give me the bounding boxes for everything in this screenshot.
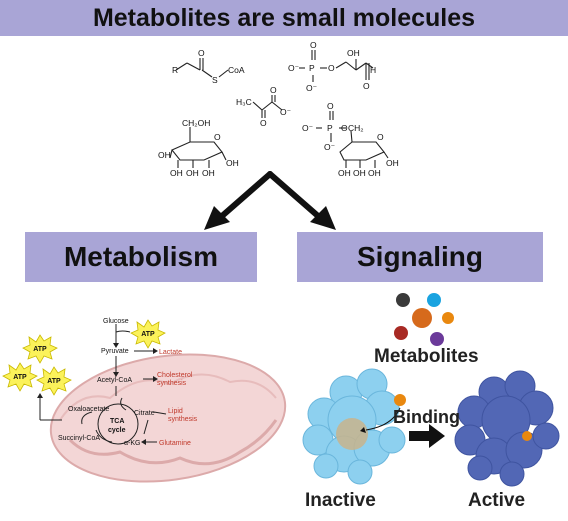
inactive-label: Inactive [305,490,376,511]
glyp-o-minus: O⁻ [288,63,300,73]
glcp-oh-2: OH [353,168,366,178]
label-lipid: Lipid [168,408,183,415]
glyp-p: P [309,63,315,73]
split-arrows [219,171,321,219]
glyp-o-bottom: O [363,81,370,91]
acyl-r: R [172,65,178,75]
atp-label-3: ATP [13,374,27,381]
glyp-h: H [370,65,376,75]
active-label: Active [468,490,526,511]
activation-arrow [409,424,445,448]
metabolite-dot-3 [412,308,432,328]
binding-pocket [336,418,368,450]
glucose-structure [169,127,227,168]
atp-label-4: ATP [47,378,61,385]
label-oxaloacetate: Oxaloacetate [68,406,109,413]
glcp-oh-1: OH [338,168,351,178]
glyp-o-top: O [310,40,317,50]
atp-star-4 [36,366,72,396]
label-pyruvate: Pyruvate [101,348,129,355]
molecules-diagram: R O S CoA O O⁻ P O⁻ O OH H O H₃C O O⁻ O … [158,40,399,230]
binding-label: Binding [393,407,460,427]
signaling-box: Signaling [297,232,543,282]
glycerol-phosphate-structure [299,50,374,82]
metabolism-diagram: ATP ATP ATP ATP Glucose Pyruvate Acetyl-… [2,318,287,483]
glcp-o-minus: O⁻ [302,123,314,133]
atp-star-2 [22,334,58,364]
atp-label-1: ATP [141,331,155,338]
glyp-oh: OH [347,48,360,58]
glc-oh-2: OH [226,158,239,168]
bound-metabolite [522,431,532,441]
label-akg: α-KG [124,440,141,447]
signaling-diagram [302,293,560,487]
glc-ch2oh: CH₂OH [182,118,210,128]
metabolite-dot-4 [442,312,454,324]
label-glutamine: Glutamine [159,440,191,447]
label-lipid-synthesis: synthesis [168,416,198,423]
arrow-left-head [204,206,230,230]
atp-star-3 [2,362,38,392]
glcp-ch2: CH₂ [348,123,364,133]
label-tca: TCA [110,418,124,425]
glc-oh-1: OH [158,150,171,160]
glcp-oh-4: OH [386,158,399,168]
mitochondrion [49,353,287,483]
pyr-o-minus: O⁻ [280,107,292,117]
cristae [68,419,278,466]
label-glucose: Glucose [103,318,129,325]
atp-star-1 [130,319,166,349]
label-acetyl-coa: Acetyl-CoA [97,377,132,384]
metabolites-label: Metabolites [374,346,479,367]
glcp-ring-o: O [377,132,384,142]
metabolite-dot-5 [394,326,408,340]
free-metabolite [394,394,406,406]
glcp-o-minus-bottom: O⁻ [324,142,336,152]
label-citrate: Citrate [134,410,155,417]
pyr-ch3: H₃C [236,97,252,107]
metabolite-dot-6 [430,332,444,346]
acyl-o: O [198,48,205,58]
label-cycle: cycle [108,427,126,434]
binding-arrow [365,407,401,431]
metabolite-dot-2 [427,293,441,307]
tca-cycle-ring [97,403,139,445]
metabolite-dot-1 [396,293,410,307]
label-cholesterol: Cholesterol [157,372,193,379]
pyr-o-top: O [270,85,277,95]
glc-oh-4: OH [186,168,199,178]
acyl-coa: CoA [228,65,245,75]
glcp-o-top: O [327,101,334,111]
glyp-o-minus-bottom: O⁻ [306,83,318,93]
active-protein [454,370,560,487]
atp-label-2: ATP [33,346,47,353]
glc-o: O [214,132,221,142]
title-banner: Metabolites are small molecules [0,0,568,36]
label-cholesterol-synthesis: synthesis [157,380,187,387]
glcp-p: P [327,123,333,133]
glyp-o: O [328,63,335,73]
glcp-oh-3: OH [368,168,381,178]
glc-oh-3: OH [170,168,183,178]
glucose-phosphate-structure [316,111,389,168]
glc-oh-5: OH [202,168,215,178]
glcp-o: O [341,123,348,133]
metabolite-dots [394,293,454,346]
acyl-coa-structure [175,58,229,78]
arrow-right-head [310,206,336,230]
label-succinyl-coa: Succinyl-CoA [58,435,100,442]
label-lactate: Lactate [159,349,182,356]
metabolism-box: Metabolism [25,232,257,282]
pyr-o: O [260,118,267,128]
acyl-s: S [212,75,218,85]
pyruvate-structure [252,95,283,118]
